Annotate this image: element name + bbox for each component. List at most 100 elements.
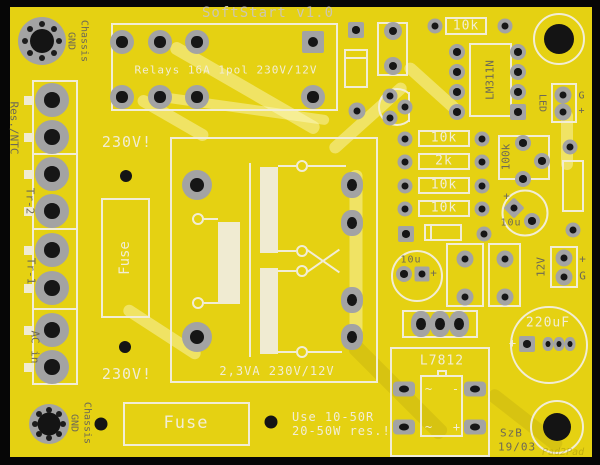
pad [414, 266, 430, 282]
wire [278, 351, 296, 353]
pin1-mark [24, 207, 33, 216]
regulator-label: L7812 [419, 353, 465, 369]
pin1-mark [24, 284, 33, 293]
via [27, 26, 33, 32]
pad [510, 104, 526, 120]
resistor-outline [418, 153, 470, 170]
via [36, 431, 42, 437]
wire [204, 218, 218, 220]
capacitor-outline [446, 243, 484, 307]
via [22, 38, 28, 44]
hv-warning: 230V! [101, 365, 153, 383]
pad [456, 288, 474, 306]
pad [474, 131, 490, 147]
resistor-outline [344, 49, 368, 88]
pad [397, 201, 413, 217]
fuse-outline [123, 402, 250, 446]
terminal-blocks-outline [32, 80, 78, 385]
capacitor-value: 220uF [525, 315, 571, 331]
via [46, 435, 52, 441]
pad [35, 157, 69, 191]
led-outline [551, 83, 577, 123]
bridge-symbol: - [451, 382, 461, 396]
chassis-gnd-label: Chassis [81, 401, 93, 445]
wire [204, 302, 218, 304]
pad [348, 102, 366, 120]
transformer-rating: 2,3VA 230V/12V [219, 364, 335, 378]
pad [534, 153, 550, 169]
pad [464, 381, 486, 397]
trimmer-value: 100k [499, 143, 513, 171]
via [36, 411, 42, 417]
pad [497, 18, 513, 34]
fuse-label: Fuse [117, 241, 133, 275]
bridge-notch [437, 370, 447, 377]
12v-label: 12V [534, 257, 548, 277]
pad [474, 178, 490, 194]
resistor-value: 10k [430, 177, 458, 193]
pad [396, 266, 412, 282]
mount-hole [543, 413, 571, 441]
fab-watermark: Pad2Pad [542, 447, 585, 458]
via [56, 38, 62, 44]
pad [565, 222, 581, 238]
pad [382, 110, 398, 126]
fuse-label: Fuse [163, 413, 209, 433]
pad [384, 57, 402, 75]
resistor-value: 10k [430, 130, 458, 146]
pad [148, 30, 172, 54]
terminal [296, 346, 308, 358]
via [39, 21, 45, 27]
pcb-board: Chassis GND Chassis GND SoftStart v1.0 R… [8, 5, 592, 458]
capacitor-outline [488, 243, 521, 307]
via [51, 26, 57, 32]
author-date: 19/03 [498, 440, 537, 454]
via [27, 50, 33, 56]
pad [456, 250, 474, 268]
mount-hole [30, 29, 54, 53]
pad [182, 170, 212, 200]
divider [32, 228, 78, 230]
via [51, 50, 57, 56]
relay-outline [111, 23, 338, 111]
mount-hole-outline [533, 13, 585, 65]
capacitor-outline [391, 250, 443, 302]
pad [476, 226, 492, 242]
winding-primary [218, 222, 240, 304]
regulator-outline [390, 347, 490, 457]
resistor-band [344, 57, 368, 59]
chassis-gnd-label: GND [68, 413, 80, 433]
pad [35, 120, 69, 154]
pad [35, 233, 69, 267]
pad [519, 336, 535, 352]
pad [474, 201, 490, 217]
capacitor-value: 10u [500, 217, 522, 229]
mount-hole [544, 24, 574, 54]
resistor-outline [418, 177, 470, 194]
pad [110, 85, 134, 109]
pad [427, 18, 443, 34]
pad [382, 88, 398, 104]
pad [35, 194, 69, 228]
pad [474, 154, 490, 170]
diode-band [430, 224, 432, 241]
wire [278, 250, 296, 252]
pad [341, 287, 363, 313]
capacitor-outline [510, 306, 588, 384]
pad [430, 311, 450, 337]
pad [510, 64, 526, 80]
connector-label: Tr-1 [24, 257, 38, 285]
pad [35, 350, 69, 384]
chassis-gnd-label: Chassis [78, 19, 90, 63]
pin-label: + [578, 105, 586, 117]
capacitor-outline [501, 189, 549, 237]
pin1-mark [24, 170, 33, 179]
note-line: 20-50W res.! [292, 424, 391, 438]
pin1-mark [24, 246, 33, 255]
pad [554, 103, 572, 121]
divider [32, 308, 78, 310]
pad [348, 22, 364, 38]
pad [341, 210, 363, 236]
pin1-mark [24, 133, 33, 142]
